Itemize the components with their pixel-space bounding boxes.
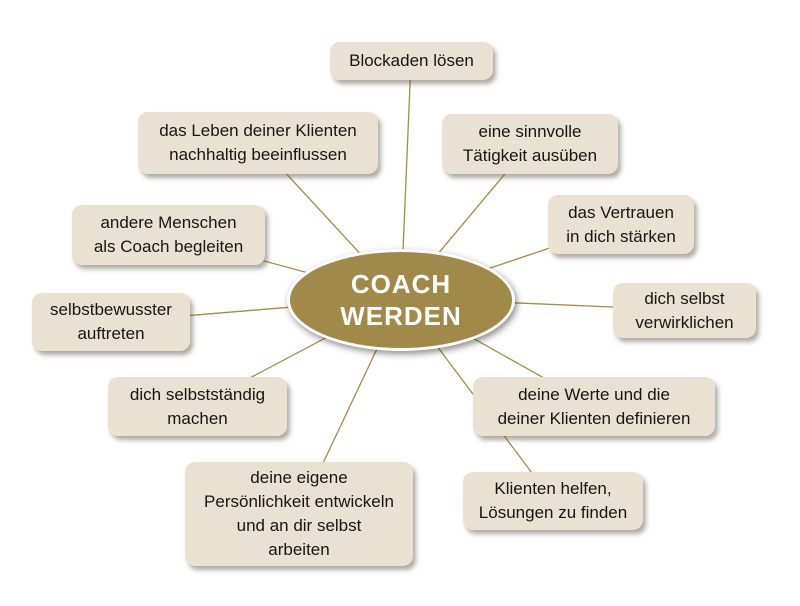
node-selbststaendig-machen: dich selbstständig machen (108, 377, 287, 436)
node-selbst-verwirklichen: dich selbst verwirklichen (613, 283, 756, 338)
node-sinnvolle-taetigkeit: eine sinnvolle Tätigkeit ausüben (442, 114, 618, 174)
node-leben-beeinflussen: das Leben deiner Klienten nachhaltig bee… (138, 112, 378, 174)
node-klienten-helfen: Klienten helfen, Lösungen zu finden (463, 472, 643, 530)
node-persoenlichkeit: deine eigene Persönlichkeit entwickeln u… (185, 462, 413, 566)
node-werte-definieren: deine Werte und die deiner Klienten defi… (473, 377, 715, 436)
node-andere-menschen: andere Menschen als Coach begleiten (72, 205, 265, 265)
node-selbstbewusster: selbstbewusster auftreten (32, 293, 190, 351)
node-blockaden-loesen: Blockaden lösen (330, 42, 493, 80)
node-vertrauen-staerken: das Vertrauen in dich stärken (548, 195, 694, 254)
central-topic-ellipse: COACH WERDEN (287, 249, 515, 351)
